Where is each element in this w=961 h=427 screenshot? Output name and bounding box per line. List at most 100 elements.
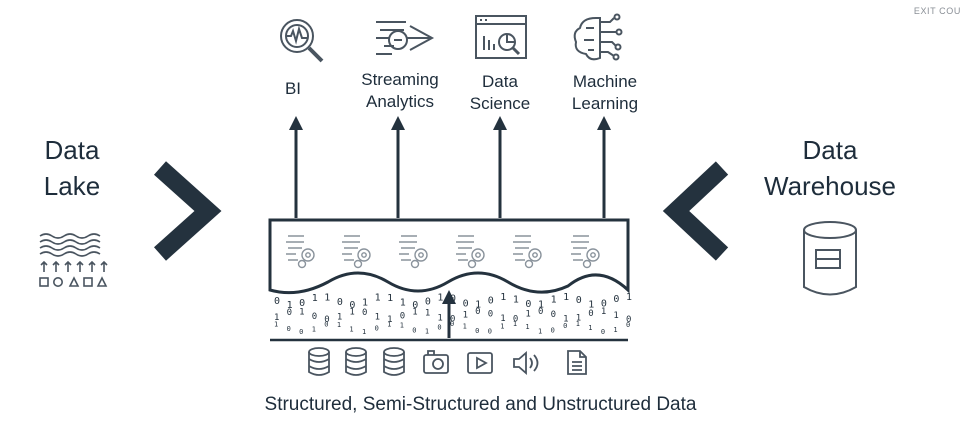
binary-digit: 0 [475, 327, 479, 335]
waves-arrows-shapes-icon [39, 233, 108, 287]
binary-digit: 1 [500, 314, 505, 324]
binary-digit: 0 [412, 300, 418, 311]
binary-digit: 0 [626, 315, 631, 325]
brain-circuit-icon [573, 13, 623, 61]
use-case-data-science-line2: Science [469, 94, 531, 113]
database-cylinder-icon [803, 221, 857, 296]
binary-digit: 1 [513, 320, 517, 328]
data-lake-title-line1: Data [44, 135, 100, 165]
binary-digit: 1 [400, 322, 404, 330]
binary-digit: 1 [375, 313, 380, 323]
data-lake-title-line2: Lake [43, 171, 101, 201]
binary-digit: 1 [387, 315, 392, 325]
binary-digit: 1 [613, 311, 618, 321]
chevron-left-icon [662, 161, 729, 261]
binary-digit: 0 [613, 294, 619, 305]
use-case-label-data-science: Data Science [440, 71, 560, 115]
binary-digit: 0 [287, 308, 292, 318]
binary-digit: 1 [312, 293, 318, 304]
binary-digit: 1 [513, 294, 519, 305]
binary-digit: 1 [337, 312, 342, 322]
database-icon [383, 347, 405, 376]
use-case-label-bi: BI [233, 78, 353, 100]
binary-digit: 0 [488, 327, 492, 335]
process-gear-icon [456, 235, 485, 269]
binary-digit: 0 [299, 298, 305, 309]
document-icon [567, 350, 587, 375]
binary-digit: 0 [513, 314, 518, 324]
binary-digit: 1 [525, 323, 529, 331]
speaker-icon [513, 351, 539, 375]
binary-digit: 1 [437, 292, 443, 303]
binary-digit: 0 [324, 321, 328, 329]
binary-digit: 1 [412, 307, 417, 317]
binary-digit: 0 [601, 328, 605, 336]
use-case-streaming-line2: Analytics [365, 92, 435, 111]
process-gear-icon [342, 235, 371, 269]
binary-digit: 0 [488, 296, 494, 307]
use-case-streaming-line1: Streaming [361, 70, 439, 89]
binary-digit: 1 [337, 321, 341, 329]
binary-digit: 0 [400, 311, 405, 321]
binary-digit: 1 [324, 293, 330, 304]
use-case-data-science-line1: Data [482, 72, 518, 91]
process-gear-icon [513, 235, 542, 269]
data-warehouse-title-line2: Warehouse [764, 171, 896, 201]
binary-digit: 1 [601, 307, 606, 317]
binary-digit: 0 [450, 315, 455, 325]
binary-digit: 0 [450, 320, 454, 328]
processing-layer-box [268, 218, 630, 295]
use-case-ml-line1: Machine [572, 72, 638, 91]
exit-course-link[interactable]: EXIT COU [913, 6, 961, 16]
binary-digit: 1 [362, 328, 366, 336]
data-sources-caption: Structured, Semi-Structured and Unstruct… [264, 394, 697, 415]
binary-digit: 1 [425, 328, 429, 336]
process-gear-icon [286, 235, 315, 269]
use-case-label-machine-learning: Machine Learning [545, 71, 665, 115]
binary-digit: 0 [538, 307, 543, 317]
binary-digit: 1 [563, 315, 568, 325]
binary-digit: 1 [500, 323, 504, 331]
binary-digit: 1 [588, 324, 592, 332]
browser-chart-icon [475, 15, 527, 59]
binary-digit: 1 [576, 320, 580, 328]
binary-digit: 0 [551, 310, 556, 320]
binary-digit: 1 [299, 308, 304, 318]
data-warehouse-title: Data Warehouse [750, 132, 910, 204]
binary-digit: 1 [387, 293, 393, 304]
data-warehouse-title-line1: Data [802, 135, 858, 165]
output-arrows [289, 116, 611, 218]
binary-digit: 1 [588, 300, 594, 311]
camera-icon [423, 350, 449, 374]
binary-digit: 0 [463, 298, 469, 309]
data-lake-title: Data Lake [36, 132, 108, 204]
binary-digit: 0 [626, 321, 630, 329]
binary-digit: 1 [349, 308, 354, 318]
binary-digit: 1 [312, 325, 316, 333]
binary-stream: 0101100111100100101101110100110100110110… [274, 292, 632, 336]
binary-digit: 1 [626, 292, 632, 303]
binary-digit: 0 [274, 296, 280, 307]
database-icon [345, 347, 367, 376]
binary-digit: 1 [475, 300, 481, 311]
binary-digit: 0 [324, 315, 329, 325]
speed-arrow-icon [376, 21, 435, 55]
database-icon [308, 347, 330, 376]
binary-digit: 1 [576, 314, 581, 324]
magnifier-waveform-icon [280, 19, 324, 63]
binary-digit: 0 [312, 312, 317, 322]
binary-digit: 1 [425, 309, 430, 319]
binary-digit: 1 [375, 293, 381, 304]
process-gear-icon [571, 235, 600, 269]
binary-digit: 0 [299, 328, 303, 336]
binary-digit: 1 [613, 326, 617, 334]
use-case-ml-line2: Learning [571, 94, 639, 113]
chevron-right-icon [153, 161, 222, 261]
use-case-label-streaming: Streaming Analytics [340, 69, 460, 113]
binary-digit: 1 [274, 313, 279, 323]
binary-digit: 1 [437, 313, 442, 323]
binary-digit: 1 [463, 311, 468, 321]
binary-digit: 0 [349, 300, 355, 311]
